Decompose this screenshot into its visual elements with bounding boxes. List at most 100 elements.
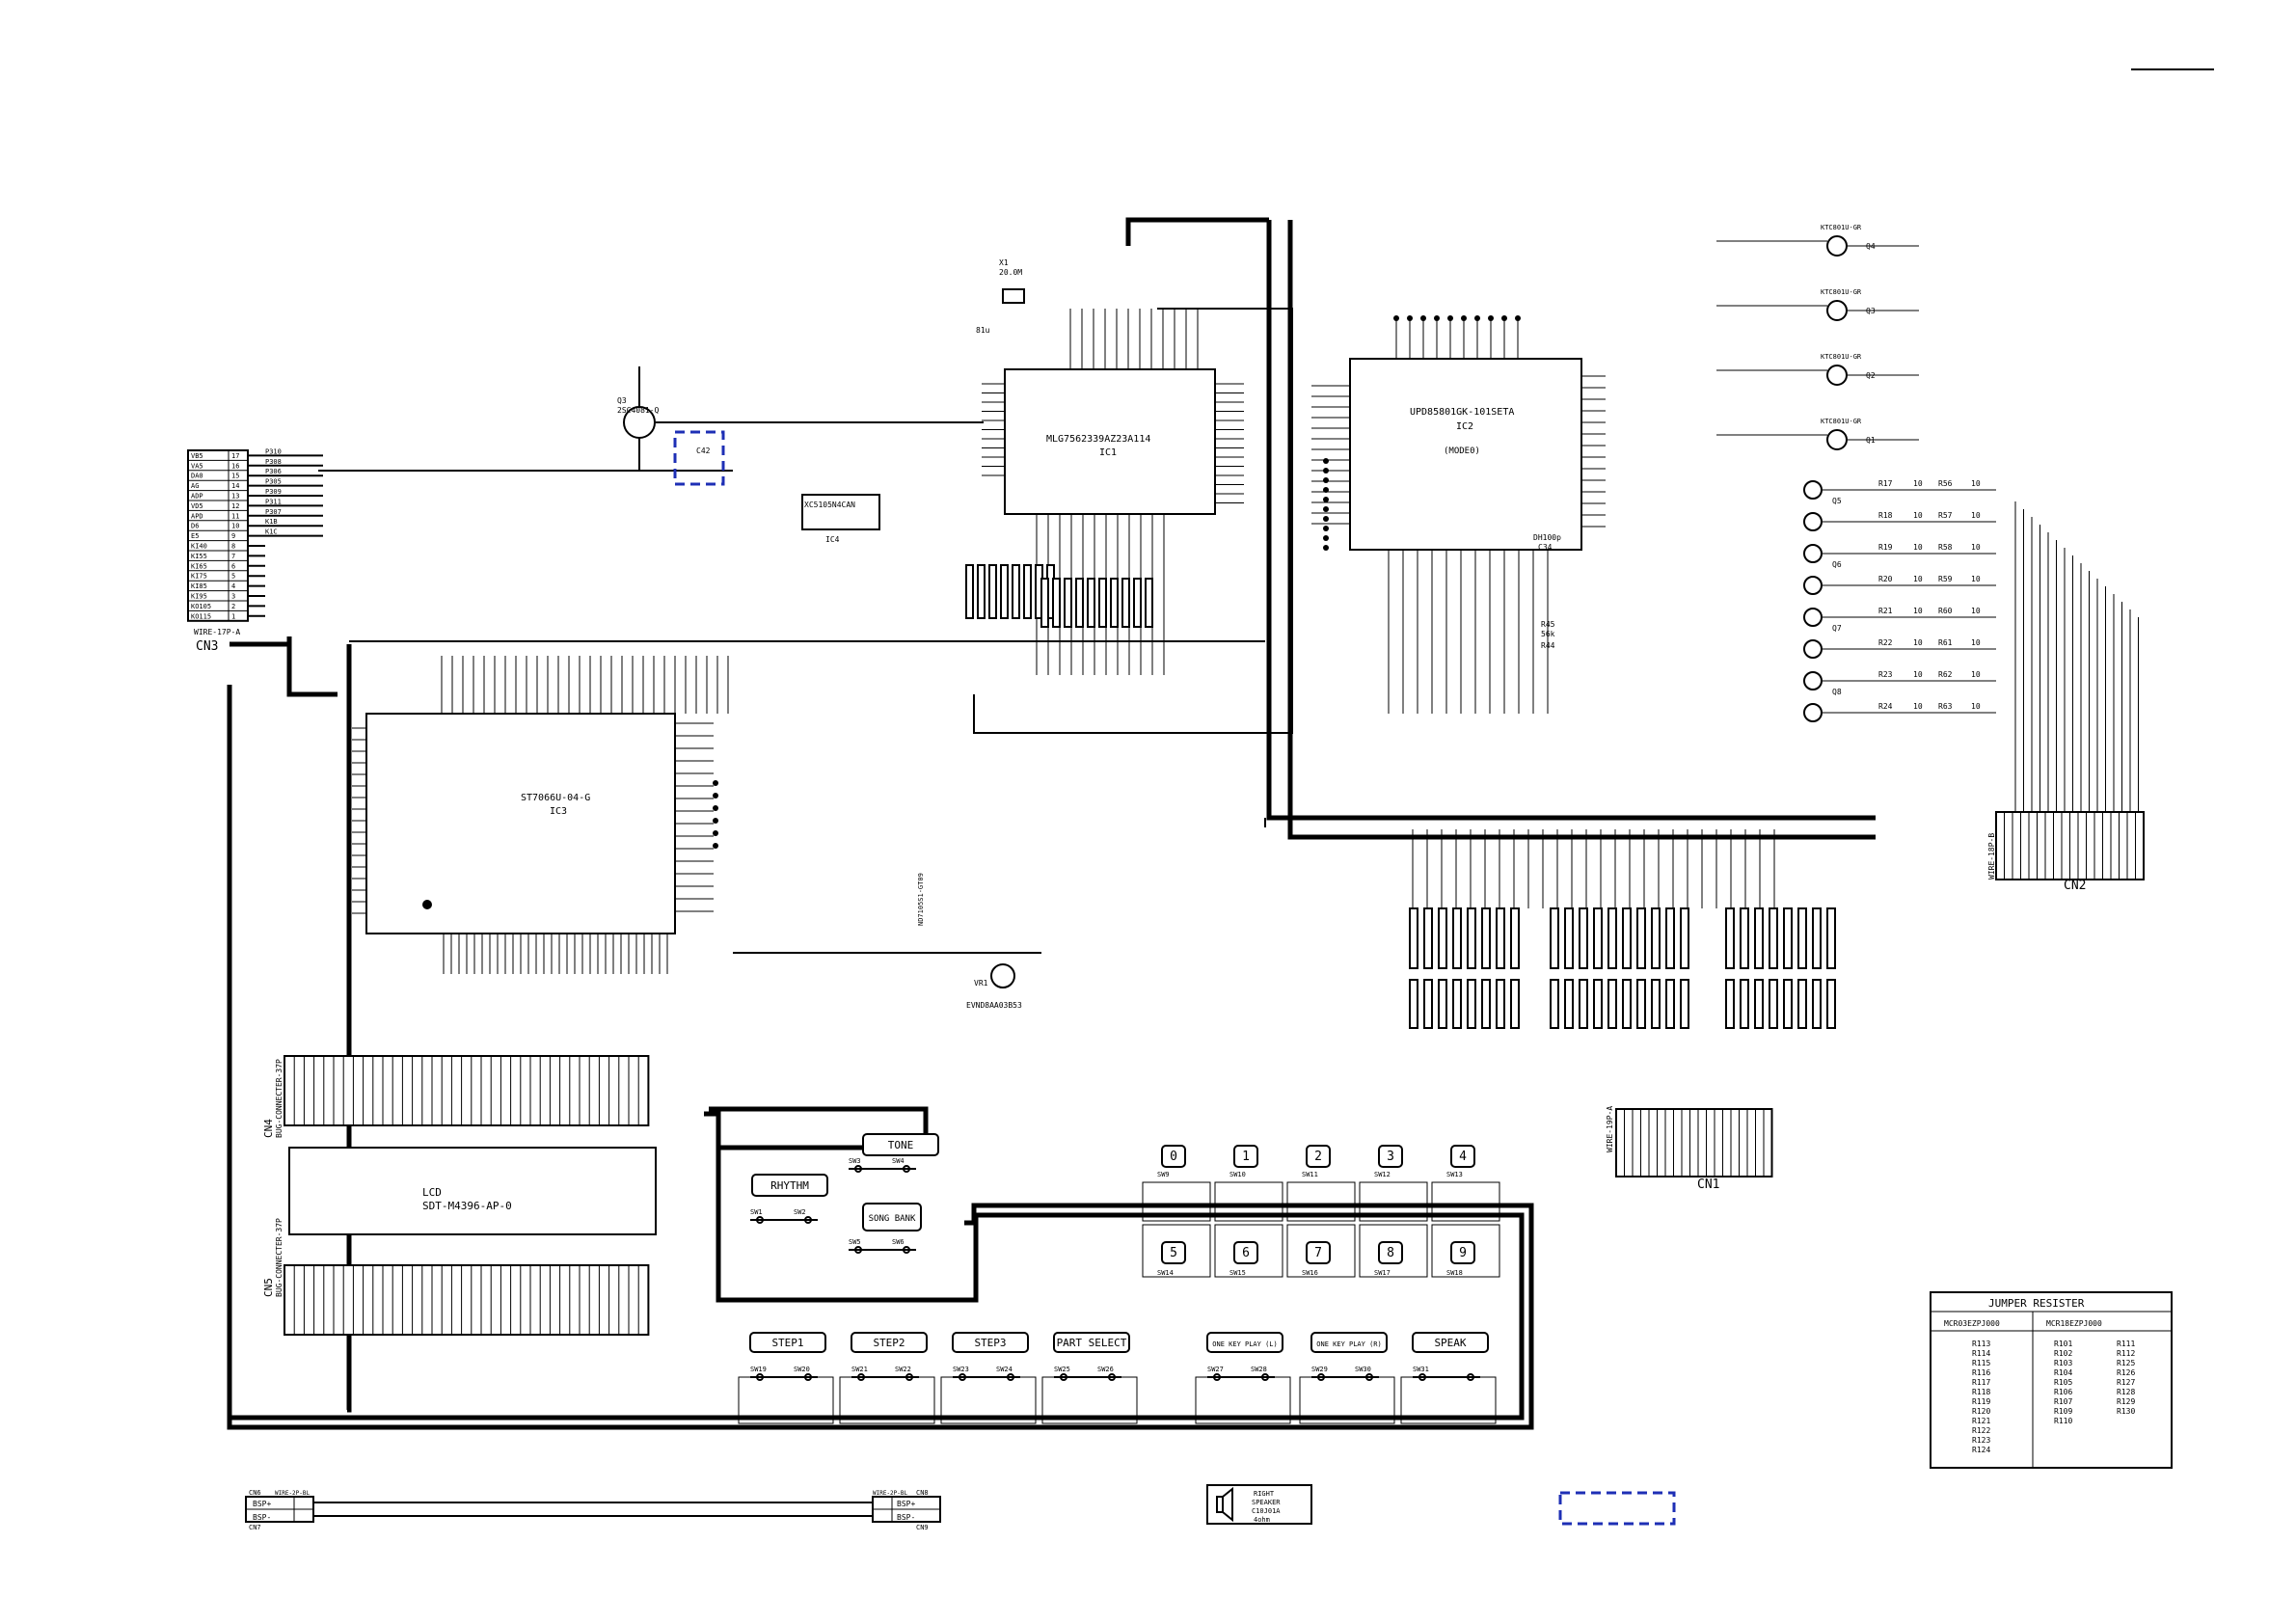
num-key-8-label: 8 (1387, 1246, 1394, 1260)
cn3-pin-name: KO105 (191, 603, 211, 610)
vrange-label: ND7105S1-GT09 (917, 873, 925, 926)
cap-array-c (1812, 907, 1822, 969)
bottom-sw-2-b: SW24 (996, 1366, 1013, 1373)
res-array-b (1636, 979, 1646, 1029)
cap-array-a (1496, 907, 1505, 969)
res-right-ref2: R60 (1938, 607, 1953, 615)
res-right-val2: 10 (1971, 479, 1981, 488)
ic2-pin-top-dot (1434, 315, 1440, 321)
res-right-ref2: R58 (1938, 543, 1953, 552)
bottom-sw-4-contact (1213, 1373, 1221, 1381)
ic1-res-array-2 (1064, 578, 1072, 628)
bottom-sw-5-a: SW29 (1311, 1366, 1328, 1373)
sw1-2-contact (756, 1216, 764, 1224)
ic1-res-array-2 (1110, 578, 1119, 628)
res-right-ref2: R61 (1938, 638, 1953, 647)
lcd-part: SDT-M4396-AP-0 (422, 1200, 512, 1212)
cn1-connector (1615, 1108, 1773, 1177)
kta-ref: Q6 (1832, 560, 1842, 569)
res-right-val: 10 (1913, 702, 1923, 711)
cap-array-a (1438, 907, 1447, 969)
ic3-pin1-dot (422, 900, 432, 909)
res-right-ref2: R62 (1938, 670, 1953, 679)
ktc-transistor (1826, 429, 1848, 450)
ic2-pin-top-dot (1474, 315, 1480, 321)
res-right-ref: R22 (1878, 638, 1893, 647)
num-key-9-sw: SW18 (1446, 1269, 1463, 1277)
jumper-col2b-item: R130 (2117, 1407, 2135, 1416)
jumper-col1-item: R117 (1972, 1378, 1990, 1387)
cn3-net: P306 (265, 468, 282, 475)
res-array-b (1593, 979, 1603, 1029)
num-key-1-label: 1 (1242, 1150, 1250, 1164)
num-key-2-label: 2 (1314, 1150, 1322, 1164)
bottom-button-5-label: ONE KEY PLAY (R) (1316, 1340, 1381, 1348)
ic2-pin-top-dot (1447, 315, 1453, 321)
num-key-7-frame (1306, 1241, 1331, 1264)
ic2-pin-top-dot (1461, 315, 1467, 321)
bottom-sw-0-a: SW19 (750, 1366, 767, 1373)
cn3-pin-name: KI65 (191, 562, 207, 570)
cn3-ref: CN3 (196, 639, 218, 654)
jumper-col2a-item: R102 (2054, 1349, 2072, 1358)
songbank-button-frame (862, 1203, 922, 1232)
jumper-col1-item: R119 (1972, 1397, 1990, 1406)
speaker-l1: RIGHT (1254, 1490, 1275, 1498)
jumper-col2b-item: R127 (2117, 1378, 2135, 1387)
bottom-sw-1-contact (857, 1373, 865, 1381)
ic2-left-dot (1323, 545, 1329, 551)
bsp-plus-left: BSP+ (253, 1500, 271, 1508)
jumper-col2a-item: R109 (2054, 1407, 2072, 1416)
cap-array-b (1622, 907, 1632, 969)
bottom-sw-0-contact (756, 1373, 764, 1381)
ic2-left-dot (1323, 487, 1329, 493)
cap-array-c (1754, 907, 1764, 969)
bottom-sw-4-b: SW28 (1251, 1366, 1267, 1373)
cn3-type: WIRE-17P-A (194, 628, 240, 636)
jumper-col2b-item: R128 (2117, 1388, 2135, 1396)
vr1-part: EVND8AA03B53 (966, 1001, 1022, 1010)
bottom-sw-2-contact (1007, 1373, 1014, 1381)
speaker-icon (1216, 1496, 1224, 1513)
bottom-button-1-label: STEP2 (873, 1337, 905, 1349)
num-key-1-sw: SW10 (1229, 1171, 1246, 1178)
jumper-col1-item: R115 (1972, 1359, 1990, 1367)
cn6-ref: CN6 (249, 1489, 261, 1497)
num-key-9-frame (1450, 1241, 1475, 1264)
cn3-pin-name: DA0 (191, 473, 203, 480)
cap-array-b (1665, 907, 1675, 969)
kta-transistor (1803, 480, 1823, 500)
sw5-6-a: SW5 (849, 1238, 861, 1246)
jumper-col1-item: R114 (1972, 1349, 1990, 1358)
c34-ref: C34 (1538, 543, 1553, 552)
bottom-button-4-frame (1206, 1332, 1283, 1353)
lcd-label: LCD (422, 1186, 442, 1199)
c42-highlight (673, 430, 725, 486)
cn3-pin-name: VA5 (191, 462, 203, 470)
bottom-sw-5-contact (1317, 1373, 1325, 1381)
ktc-transistor (1826, 300, 1848, 321)
jumper-col2a-item: R103 (2054, 1359, 2072, 1367)
bottom-button-3-frame (1053, 1332, 1130, 1353)
jumper-col1-head: MCR03EZPJ000 (1944, 1319, 2000, 1328)
cn1-frame (1615, 1108, 1773, 1177)
num-key-6-frame (1233, 1241, 1258, 1264)
cap-array-c (1725, 907, 1735, 969)
cn3-pin-num: 5 (231, 573, 235, 581)
cn3-pin-num: 6 (231, 562, 235, 570)
res-right-ref2: R63 (1938, 702, 1953, 711)
speaker-l2: SPEAKER (1252, 1499, 1281, 1506)
jumper-col2-head: MCR18EZPJ000 (2046, 1319, 2102, 1328)
res-right-val2: 10 (1971, 543, 1981, 552)
ktc-transistor (1826, 235, 1848, 257)
ic2-left-dot (1323, 526, 1329, 531)
ic3-right-dot (713, 818, 718, 824)
cap-array-b (1636, 907, 1646, 969)
res-right-val: 10 (1913, 670, 1923, 679)
speaker-l3: C10J01A (1252, 1507, 1281, 1515)
cn3-pin-name: KI40 (191, 543, 207, 551)
bus-ic1-top (973, 308, 1293, 734)
bottom-sw-3-a: SW25 (1054, 1366, 1070, 1373)
num-key-1-frame (1233, 1145, 1258, 1168)
cap-array-c (1740, 907, 1749, 969)
